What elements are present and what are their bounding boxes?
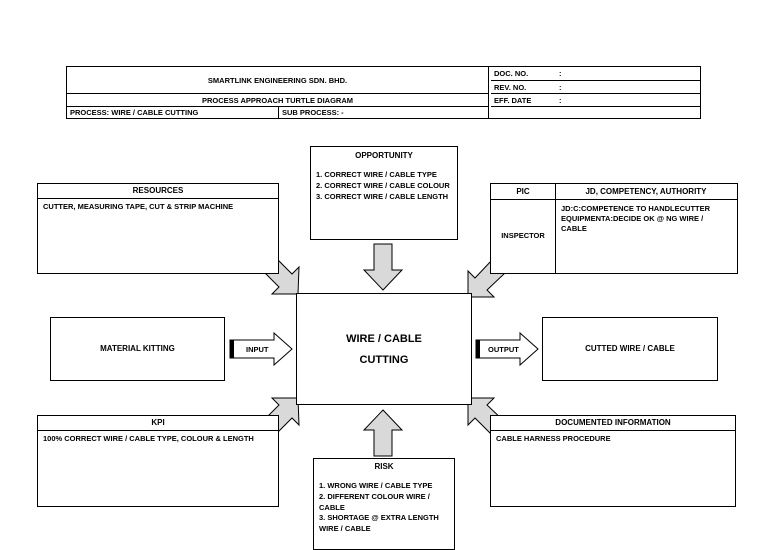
sub-process-label: SUB PROCESS: - [279, 106, 489, 118]
header-table: SMARTLINK ENGINEERING SDN. BHD. PROCESS … [66, 66, 701, 119]
risk-list: 1. WRONG WIRE / CABLE TYPE 2. DIFFERENT … [319, 481, 449, 535]
risk-arrow-icon [362, 409, 404, 457]
risk-title: RISK [374, 462, 394, 471]
diagram-title: PROCESS APPROACH TURTLE DIAGRAM [67, 93, 489, 106]
list-item: 2. DIFFERENT COLOUR WIRE / CABLE [319, 491, 430, 512]
opportunity-title: OPPORTUNITY [355, 151, 413, 160]
documented-info-body: CABLE HARNESS PROCEDURE [496, 434, 611, 443]
eff-date-label: EFF. DATE [491, 93, 559, 106]
list-item: 3. SHORTAGE @ EXTRA LENGTH WIRE / CABLE [319, 513, 439, 534]
pic-box: PIC JD, COMPETENCY, AUTHORITY INSPECTOR … [490, 183, 738, 274]
documented-info-box: DOCUMENTED INFORMATION CABLE HARNESS PRO… [490, 415, 736, 507]
list-item: 1. CORRECT WIRE / CABLE TYPE [316, 169, 437, 179]
pic-title: PIC [491, 184, 556, 200]
risk-box: RISK 1. WRONG WIRE / CABLE TYPE 2. DIFFE… [313, 458, 455, 550]
header-empty-cell [491, 106, 700, 118]
rev-no-colon: : [559, 80, 700, 93]
kpi-box: KPI 100% CORRECT WIRE / CABLE TYPE, COLO… [37, 415, 279, 507]
rev-no-label: REV. NO. [491, 80, 559, 93]
input-box: MATERIAL KITTING [50, 317, 225, 381]
resources-box: RESOURCES CUTTER, MEASURING TAPE, CUT & … [37, 183, 279, 274]
resources-title: RESOURCES [38, 184, 278, 199]
kpi-title: KPI [38, 416, 278, 431]
doc-no-colon: : [559, 69, 562, 78]
process-box: WIRE / CABLE CUTTING [296, 293, 472, 405]
input-arrow-icon [229, 331, 293, 367]
input-body: MATERIAL KITTING [100, 343, 175, 353]
list-item: 2. CORRECT WIRE / CABLE COLOUR [316, 180, 450, 190]
input-arrow-label: INPUT [246, 345, 269, 354]
kpi-body: 100% CORRECT WIRE / CABLE TYPE, COLOUR &… [43, 434, 254, 443]
output-body: CUTTED WIRE / CABLE [585, 343, 675, 353]
process-line-1: WIRE / CABLE [346, 332, 422, 345]
opportunity-list: 1. CORRECT WIRE / CABLE TYPE 2. CORRECT … [316, 170, 452, 203]
process-label: PROCESS: WIRE / CABLE CUTTING [67, 106, 279, 118]
opportunity-box: OPPORTUNITY 1. CORRECT WIRE / CABLE TYPE… [310, 146, 458, 240]
company-name: SMARTLINK ENGINEERING SDN. BHD. [67, 67, 489, 93]
output-arrow-icon [475, 331, 539, 367]
list-item: 1. WRONG WIRE / CABLE TYPE [319, 480, 433, 490]
documented-info-title: DOCUMENTED INFORMATION [491, 416, 735, 431]
output-arrow-label: OUTPUT [488, 345, 519, 354]
jd-value: JD:C:COMPETENCE TO HANDLECUTTER EQUIPMEN… [561, 204, 711, 234]
opportunity-arrow-icon [362, 243, 404, 291]
jd-title: JD, COMPETENCY, AUTHORITY [555, 184, 737, 200]
eff-date-colon: : [559, 93, 700, 106]
resources-body: CUTTER, MEASURING TAPE, CUT & STRIP MACH… [43, 202, 234, 211]
list-item: 3. CORRECT WIRE / CABLE LENGTH [316, 191, 449, 201]
process-line-2: CUTTING [359, 353, 409, 366]
pic-value: INSPECTOR [491, 199, 556, 273]
output-box: CUTTED WIRE / CABLE [542, 317, 718, 381]
doc-no-label: DOC. NO. [494, 69, 529, 78]
